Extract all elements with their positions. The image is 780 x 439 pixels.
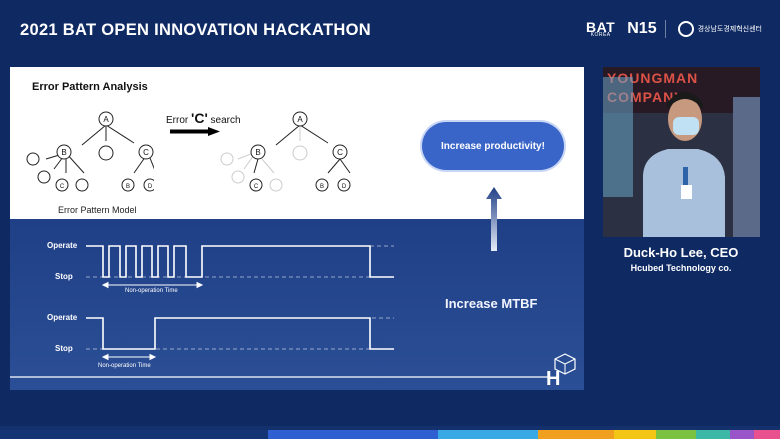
mtbf-label: Increase MTBF [445,296,538,311]
error-search-label: Error 'C' search [166,110,241,126]
presentation-slide: Error Pattern Analysis A B C C B D [10,67,584,390]
bottom-divider [0,426,780,430]
stripe-pink [754,430,780,439]
node-label-c: C [337,148,343,157]
org-circle-icon [677,20,694,37]
stripe-purple [730,430,754,439]
search-key: 'C' [191,110,208,126]
tree-node-faded [292,145,308,161]
tree-node-c [332,144,348,160]
nonop-label-2: Non-operation Time [98,363,151,369]
tree-node-a [98,111,114,127]
tree-leaf-b [315,178,329,192]
tree-leaf [26,152,40,166]
node-label-b: B [255,148,260,157]
stripe-orange [538,430,614,439]
stop-label-1: Stop [55,272,73,281]
nonop-label-1: Non-operation Time [125,288,178,294]
org-logo-text: 경상남도경제혁신센터 [697,25,762,33]
tree-node-plain [98,145,114,161]
model-label: Error Pattern Model [58,205,137,215]
stripe-dark [0,430,268,439]
arrow-up-icon [486,187,502,251]
tree-leaf-faded [220,152,234,166]
tree-leaf-d [143,178,154,192]
leaf-label-c: C [254,184,259,190]
stripe-blue [268,430,438,439]
tree-leaf [75,178,89,192]
presenter-name: Duck-Ho Lee, CEO [623,245,739,260]
increase-productivity-bubble: Increase productivity! [422,122,564,170]
slide-bottom-panel [10,219,584,390]
leaf-label-b: B [126,184,130,190]
search-prefix: Error [166,115,191,126]
bat-logo-sub: KOREA [590,32,611,38]
n15-logo: N15 [627,19,666,38]
analysis-title: Error Pattern Analysis [32,81,148,93]
org-logo: 경상남도경제혁신센터 [677,20,762,37]
tree-leaf-c [249,178,263,192]
node-label-b: B [61,148,66,157]
presenter-figure [603,77,760,237]
signal-charts [10,245,550,378]
tree-node-a [292,111,308,127]
tree-leaf [37,170,51,184]
event-title: 2021 BAT OPEN INNOVATION HACKATHON [20,21,371,39]
tree-leaf-c [55,178,69,192]
tree-leaf-faded [231,170,245,184]
stripe-teal [696,430,730,439]
search-suffix: search [207,115,241,126]
leaf-label-c: C [60,184,65,190]
node-label-c: C [143,148,149,157]
tree-node-c [138,144,154,160]
tree-node-b [56,144,72,160]
operate-label-1: Operate [47,241,78,250]
arrow-right-icon [170,127,220,136]
searched-pattern-tree: A B C C B D [220,111,351,192]
node-label-a: A [103,115,109,124]
tree-leaf-faded [269,178,283,192]
operate-label-2: Operate [47,313,78,322]
signal-trace-2 [86,317,394,350]
leaf-label-b: B [320,184,324,190]
stripe-green [656,430,696,439]
node-label-a: A [297,115,303,124]
tree-node-b [250,144,266,160]
stop-label-2: Stop [55,344,73,353]
hcubed-logo-icon: H [546,353,576,386]
presenter-company: Hcubed Technology co. [630,263,732,273]
svg-text:H: H [546,368,560,386]
stripe-yellow [614,430,656,439]
bat-logo-text: BAT [586,19,616,35]
signal-trace-1 [86,245,394,278]
tree-leaf-d [337,178,351,192]
error-pattern-tree: A B C C B D [26,111,154,192]
stripe-sky [438,430,538,439]
leaf-label-d: D [342,184,347,190]
tree-leaf-b [121,178,135,192]
leaf-label-d: D [148,184,153,190]
